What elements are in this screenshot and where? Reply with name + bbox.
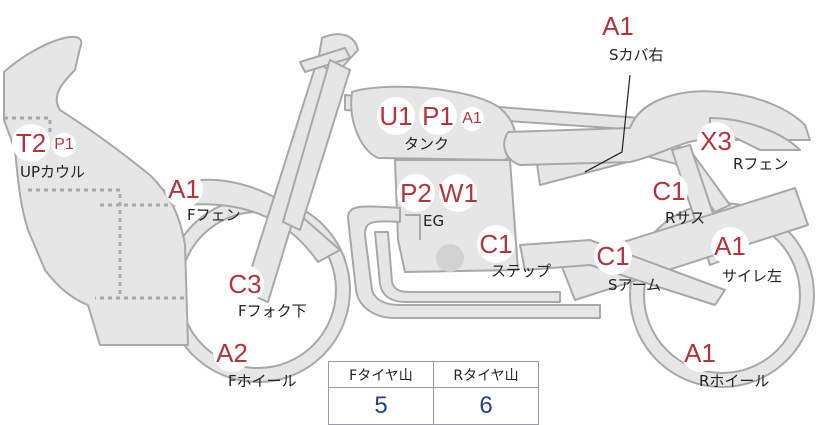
s-arm-label: Sアーム — [608, 276, 662, 294]
tire-tread-table: Fタイヤ山 Rタイヤ山 5 6 — [328, 361, 539, 425]
f-wheel-label: Fホイール — [228, 372, 297, 390]
f-fender-label: Fフェン — [187, 206, 241, 224]
up-cowl-grade-p1: P1 — [52, 133, 76, 157]
rear-tire-value: 6 — [433, 387, 539, 425]
exhaust — [347, 205, 601, 319]
tank-grade-p1: P1 — [419, 97, 457, 135]
r-fender-grade: X3 — [697, 122, 735, 160]
tank-grade-u1: U1 — [377, 97, 415, 135]
silencer-left-label: サイレ左 — [722, 267, 783, 285]
eg-grade-w1: W1 — [439, 174, 478, 212]
front-fender — [164, 178, 341, 263]
silencer-left-grade: A1 — [711, 227, 749, 265]
step-label: ステップ — [491, 262, 552, 280]
tire-table-header-row: Fタイヤ山 Rタイヤ山 — [328, 361, 539, 388]
eg-label: EG — [423, 212, 445, 230]
eg-grade-p2: P2 — [397, 174, 435, 212]
seat — [503, 90, 811, 166]
r-fender-label: Rフェン — [733, 155, 789, 173]
f-wheel-grade: A2 — [213, 334, 251, 372]
f-fender-grade: A1 — [165, 170, 203, 208]
rear-tire-header: Rタイヤ山 — [433, 361, 539, 388]
front-tire-value: 5 — [328, 387, 434, 425]
r-wheel-label: Rホイール — [699, 372, 770, 390]
up-cowl-label: UPカウル — [20, 163, 86, 181]
r-wheel-grade: A1 — [681, 334, 719, 372]
front-tire-header: Fタイヤ山 — [328, 361, 434, 388]
frame — [282, 59, 351, 231]
tank-label: タンク — [404, 135, 450, 153]
s-cover-right-grade: A1 — [599, 7, 637, 45]
tire-table-value-row: 5 6 — [328, 387, 539, 425]
r-suspension-label: Rサス — [665, 209, 706, 227]
up-cowl-grade-t2: T2 — [12, 124, 50, 162]
step-grade: C1 — [477, 225, 515, 263]
r-suspension-grade: C1 — [650, 172, 688, 210]
f-fork-lower-label: Fフォク下 — [238, 302, 307, 320]
swing-arm — [519, 239, 726, 306]
f-fork-lower-grade: C3 — [226, 265, 264, 303]
s-cover-right-label: Sカバ右 — [609, 46, 664, 64]
s-arm-grade: C1 — [594, 237, 632, 275]
tank-grade-a1: A1 — [460, 107, 484, 131]
